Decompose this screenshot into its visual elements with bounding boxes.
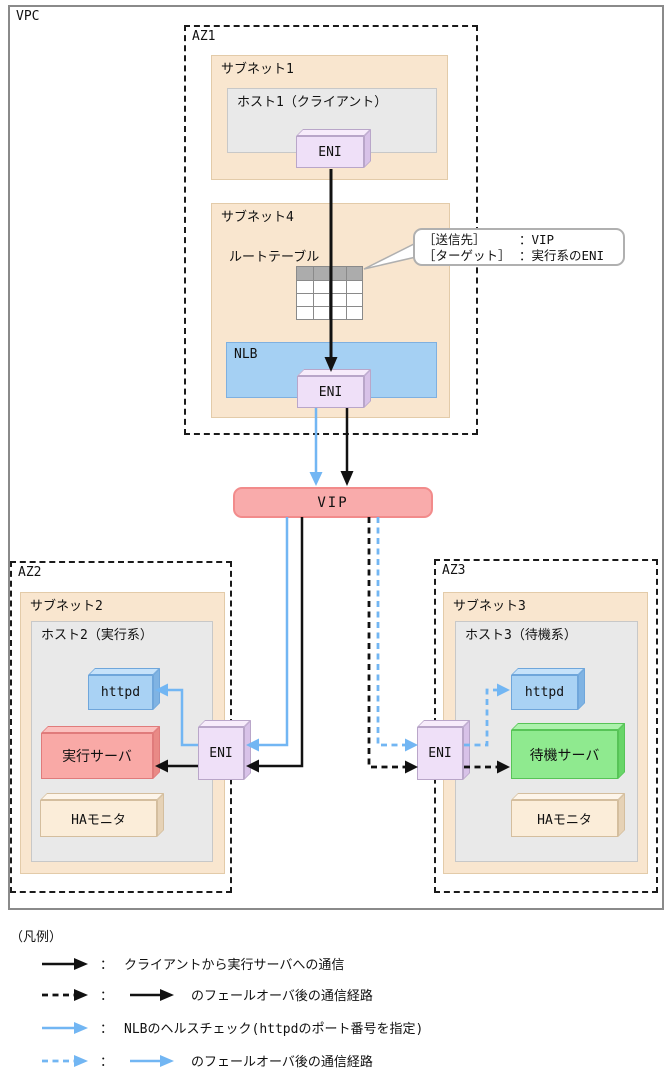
route-table-cell	[346, 294, 362, 306]
ha-monitor-host2-label: HAモニタ	[71, 813, 126, 828]
ha-monitor-host3-box: HAモニタ	[511, 800, 618, 837]
legend-colon: ：	[100, 989, 114, 1004]
route-table-cell	[297, 281, 313, 293]
vpc-label: VPC	[16, 9, 40, 24]
legend-row-failover-comm: ： のフェールオーバ後の通信経路	[41, 985, 373, 1004]
standby-server-label: 待機サーバ	[529, 747, 600, 764]
exec-server-label: 実行サーバ	[62, 749, 132, 765]
route-table-cell	[330, 294, 346, 306]
legend-colon: ：	[100, 1055, 114, 1070]
eni-host3-box: ENI	[417, 727, 463, 780]
route-table-cell	[346, 307, 362, 319]
legend-text: のフェールオーバ後の通信経路	[191, 1055, 373, 1070]
exec-server-box: 実行サーバ	[41, 733, 153, 779]
legend-row-healthcheck: ： NLBのヘルスチェック(httpdのポート番号を指定)	[41, 1018, 423, 1037]
callout-target-label: ［ターゲット］	[423, 247, 511, 263]
eni-host1-label: ENI	[318, 144, 342, 160]
az2-label: AZ2	[18, 565, 42, 580]
host2-label: ホスト2（実行系）	[41, 628, 153, 643]
route-table-cell	[297, 307, 313, 319]
callout-pointer	[363, 241, 417, 270]
black-solid-arrow-icon	[42, 957, 88, 970]
route-table-cell	[330, 307, 346, 319]
route-table-cell	[330, 281, 346, 293]
route-table-header-cell	[313, 267, 329, 280]
subnet3-label: サブネット3	[453, 599, 526, 614]
legend-colon: ：	[100, 1022, 114, 1037]
route-table-header-cell	[330, 267, 346, 280]
legend-colon: ：	[100, 958, 114, 973]
eni-host2-label: ENI	[209, 746, 233, 761]
ha-monitor-host3-label: HAモニタ	[537, 813, 592, 828]
legend-title: （凡例）	[10, 930, 63, 945]
eni-nlb-label: ENI	[318, 384, 343, 400]
vip-box: VIP	[233, 487, 433, 518]
subnet2-label: サブネット2	[30, 599, 103, 614]
ha-monitor-host2-box: HAモニタ	[40, 800, 157, 837]
az3-label: AZ3	[442, 563, 466, 578]
legend-text: NLBのヘルスチェック(httpdのポート番号を指定)	[124, 1022, 424, 1037]
host3-label: ホスト3（待機系）	[465, 628, 577, 643]
black-solid-arrow-icon	[130, 988, 175, 1001]
route-table-callout: ［送信先］ ：VIP ［ターゲット］ ：実行系のENI	[413, 228, 625, 266]
eni-host3-label: ENI	[428, 746, 452, 761]
blue-solid-arrow-icon	[130, 1054, 175, 1067]
vip-label: VIP	[317, 494, 349, 511]
blue-solid-arrow-icon	[42, 1021, 88, 1034]
black-dashed-arrow-icon	[42, 988, 88, 1001]
legend-row-healthcheck-failover: ： のフェールオーバ後の通信経路	[41, 1051, 373, 1070]
legend-text: のフェールオーバ後の通信経路	[191, 989, 373, 1004]
legend-text: クライアントから実行サーバへの通信	[124, 958, 345, 973]
host1-label: ホスト1（クライアント）	[237, 95, 388, 110]
subnet1-label: サブネット1	[221, 62, 294, 77]
route-table-cell	[297, 294, 313, 306]
nlb-label: NLB	[234, 347, 258, 362]
az1-label: AZ1	[192, 29, 216, 44]
route-table-header-cell	[346, 267, 362, 280]
callout-destination-label: ［送信先］	[423, 231, 486, 247]
route-table-header-cell	[297, 267, 313, 280]
httpd-host2-label: httpd	[100, 685, 141, 700]
route-table-cell	[346, 281, 362, 293]
route-table-label: ルートテーブル	[229, 250, 320, 265]
route-table-cell	[313, 294, 329, 306]
httpd-host3-box: httpd	[511, 675, 578, 710]
route-table-cell	[313, 281, 329, 293]
httpd-host2-box: httpd	[88, 675, 153, 710]
route-table-grid	[296, 266, 363, 320]
route-table-cell	[313, 307, 329, 319]
callout-target-value: ：実行系のENI	[519, 247, 605, 263]
legend-row-client-comm: ： クライアントから実行サーバへの通信	[41, 954, 344, 973]
httpd-host3-label: httpd	[524, 685, 565, 700]
blue-dashed-arrow-icon	[42, 1054, 88, 1067]
standby-server-box: 待機サーバ	[511, 730, 618, 779]
subnet4-label: サブネット4	[221, 210, 294, 225]
eni-nlb-box: ENI	[297, 376, 364, 408]
eni-host1-box: ENI	[296, 136, 364, 168]
callout-destination-value: ：VIP	[519, 231, 555, 247]
eni-host2-box: ENI	[198, 727, 244, 780]
